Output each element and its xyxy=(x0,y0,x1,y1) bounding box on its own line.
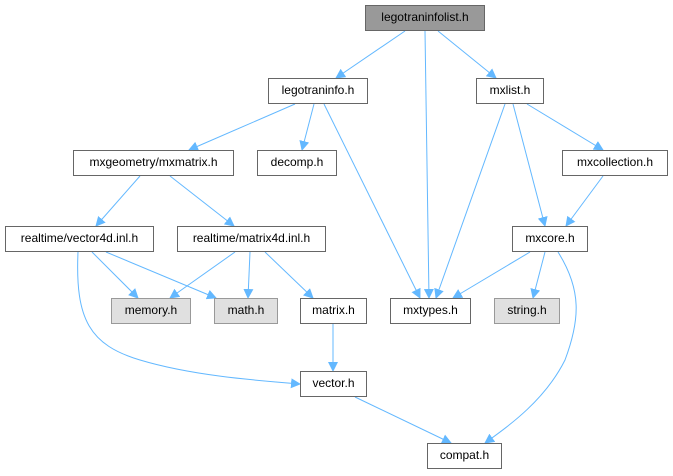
node-compat-h[interactable]: compat.h xyxy=(427,443,502,469)
node-math-h[interactable]: math.h xyxy=(214,298,278,324)
edge-matrix4d-to-matrix xyxy=(264,251,314,299)
node-legotraninfolist-h[interactable]: legotraninfolist.h xyxy=(365,5,485,31)
edge-root-to-mxtypes xyxy=(423,30,434,299)
node-decomp-h[interactable]: decomp.h xyxy=(257,150,337,176)
node-mxgeometry-mxmatrix-h[interactable]: mxgeometry/mxmatrix.h xyxy=(73,150,234,176)
node-mxcore-h[interactable]: mxcore.h xyxy=(512,226,588,252)
edge-mxcore-to-string xyxy=(530,251,546,299)
node-matrix-h[interactable]: matrix.h xyxy=(300,298,367,324)
edge-legotraninfo-to-mxmatrix xyxy=(188,103,296,152)
edge-root-to-mxlist xyxy=(437,30,497,79)
edge-mxlist-to-mxcollection xyxy=(526,103,604,151)
edge-mxlist-to-mxtypes xyxy=(434,103,506,299)
node-vector-h[interactable]: vector.h xyxy=(300,371,367,397)
edge-root-to-legotraninfo xyxy=(335,30,406,79)
node-mxlist-h[interactable]: mxlist.h xyxy=(476,78,544,104)
node-memory-h[interactable]: memory.h xyxy=(111,298,191,324)
edge-matrix4d-to-memory xyxy=(169,251,236,299)
edge-legotraninfo-to-decomp xyxy=(299,103,315,151)
edge-vector-to-compat xyxy=(354,396,452,444)
edge-mxmatrix-to-vector4d xyxy=(95,175,141,227)
edge-mxcollection-to-mxcore xyxy=(565,175,604,227)
node-mxcollection-h[interactable]: mxcollection.h xyxy=(562,150,668,176)
edge-vector4d-to-math xyxy=(105,251,217,300)
node-legotraninfo-h[interactable]: legotraninfo.h xyxy=(268,78,368,104)
node-string-h[interactable]: string.h xyxy=(494,298,560,324)
edge-vector4d-to-vector xyxy=(77,251,301,389)
node-realtime-matrix4d-inl-h[interactable]: realtime/matrix4d.inl.h xyxy=(177,226,326,252)
edge-mxcore-to-mxtypes xyxy=(452,251,531,299)
edge-matrix4d-to-math xyxy=(243,251,254,299)
node-mxtypes-h[interactable]: mxtypes.h xyxy=(390,298,471,324)
edge-legotraninfo-to-mxtypes xyxy=(323,103,421,299)
edge-mxcore-to-compat xyxy=(484,251,577,444)
edge-mxlist-to-mxcore xyxy=(512,103,548,227)
edge-vector4d-to-memory xyxy=(91,251,139,299)
node-realtime-vector4d-inl-h[interactable]: realtime/vector4d.inl.h xyxy=(5,226,154,252)
edge-mxmatrix-to-matrix4d xyxy=(169,175,235,227)
